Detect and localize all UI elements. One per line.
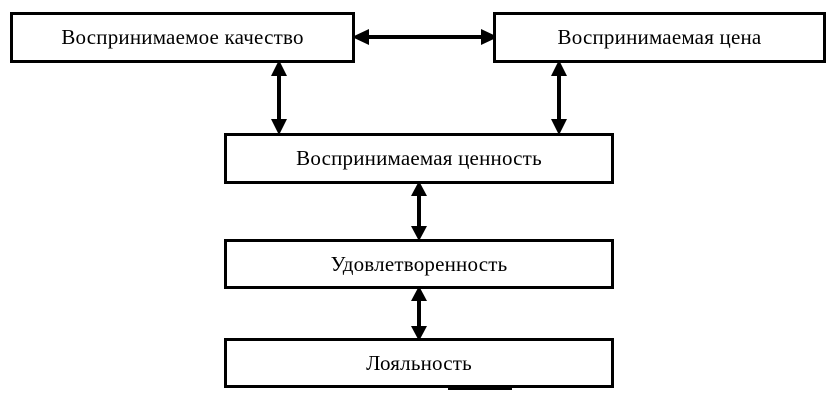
arrow-quality-value-bidirectional <box>269 60 289 135</box>
baseline-rule-artifact <box>448 386 512 390</box>
node-label: Воспринимаемая ценность <box>296 146 542 170</box>
node-label: Воспринимаемое качество <box>61 25 304 49</box>
node-label: Воспринимаемая цена <box>557 25 762 49</box>
arrow-value-satisfaction-bidirectional <box>409 181 429 241</box>
arrow-satisfaction-loyalty-bidirectional <box>409 286 429 341</box>
node-label: Лояльность <box>366 350 472 375</box>
node-perceived-price[interactable]: Воспринимаемая цена <box>493 12 826 63</box>
node-loyalty[interactable]: Лояльность <box>224 338 614 388</box>
arrow-quality-price-bidirectional <box>352 25 498 49</box>
node-perceived-value[interactable]: Воспринимаемая ценность <box>224 133 614 184</box>
node-satisfaction[interactable]: Удовлетворенность <box>224 239 614 289</box>
node-perceived-quality[interactable]: Воспринимаемое качество <box>10 12 355 63</box>
node-label: Удовлетворенность <box>330 251 508 276</box>
arrow-price-value-bidirectional <box>549 60 569 135</box>
